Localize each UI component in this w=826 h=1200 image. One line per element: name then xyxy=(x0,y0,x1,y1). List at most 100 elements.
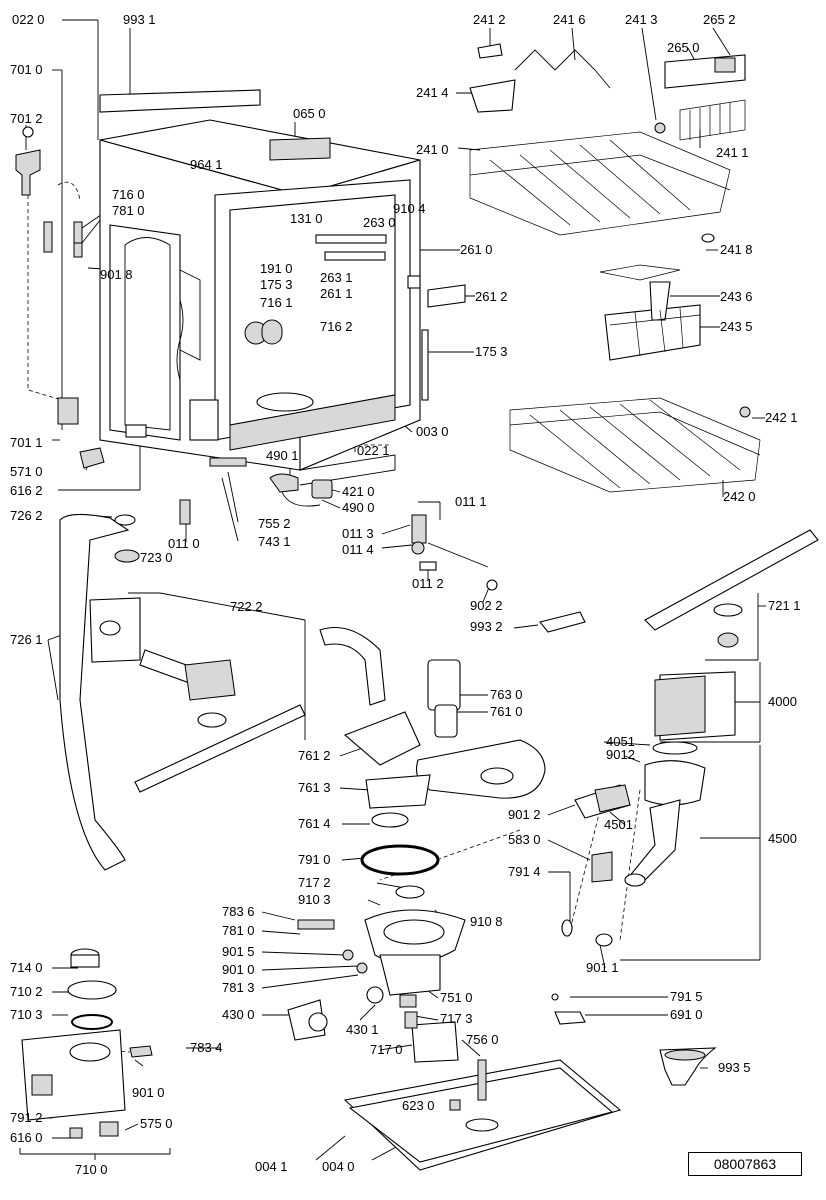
part-label: 717 2 xyxy=(298,875,331,890)
part-label: 716 1 xyxy=(260,295,293,310)
part-label: 241 0 xyxy=(416,142,449,157)
part-label: 701 1 xyxy=(10,435,43,450)
part-label: 243 5 xyxy=(720,319,753,334)
part-label: 011 0 xyxy=(168,536,200,551)
part-label: 993 1 xyxy=(123,12,156,27)
part-label: 723 0 xyxy=(140,550,173,565)
part-label: 710 2 xyxy=(10,984,43,999)
part-label: 993 2 xyxy=(470,619,503,634)
part-label: 022 0 xyxy=(12,12,45,27)
base-plate xyxy=(343,993,717,1171)
part-label: 781 3 xyxy=(222,980,255,995)
part-label: 716 0 xyxy=(112,187,145,202)
part-label: 575 0 xyxy=(140,1116,173,1131)
spray-arm-assembly xyxy=(89,597,306,793)
part-label: 261 2 xyxy=(475,289,508,304)
part-label: 726 1 xyxy=(10,632,43,647)
part-label: 430 1 xyxy=(346,1022,379,1037)
part-label: 011 4 xyxy=(342,542,374,557)
left-fittings xyxy=(15,126,191,871)
part-label: 701 2 xyxy=(10,111,43,126)
part-label: 4000 xyxy=(768,694,797,709)
part-label: 011 1 xyxy=(455,494,487,509)
part-label: 022 1 xyxy=(357,443,390,458)
part-label: 004 0 xyxy=(322,1159,355,1174)
part-label: 721 1 xyxy=(768,598,801,613)
part-label: 004 1 xyxy=(255,1159,288,1174)
part-label: 910 8 xyxy=(470,914,503,929)
part-label: 430 0 xyxy=(222,1007,255,1022)
part-label: 901 0 xyxy=(222,962,255,977)
part-label: 901 1 xyxy=(586,960,619,975)
part-label: 265 2 xyxy=(703,12,736,27)
part-label: 242 1 xyxy=(765,410,798,425)
sump-pump-parts xyxy=(287,626,546,1063)
part-label: 901 5 xyxy=(222,944,255,959)
part-label: 191 0 xyxy=(260,261,293,276)
part-label: 175 3 xyxy=(260,277,293,292)
part-label: 743 1 xyxy=(258,534,291,549)
part-label: 791 0 xyxy=(298,852,331,867)
part-label: 623 0 xyxy=(402,1098,435,1113)
part-label: 901 8 xyxy=(100,267,133,282)
part-label: 490 0 xyxy=(342,500,375,515)
part-label: 241 8 xyxy=(720,242,753,257)
part-label: 761 4 xyxy=(298,816,331,831)
part-label: 571 0 xyxy=(10,464,43,479)
part-label: 781 0 xyxy=(112,203,145,218)
part-label: 4051 xyxy=(606,734,635,749)
part-label: 722 2 xyxy=(230,599,263,614)
part-label: 791 4 xyxy=(508,864,541,879)
part-label: 783 4 xyxy=(190,1040,223,1055)
motor-pump xyxy=(561,671,736,947)
part-label: 761 3 xyxy=(298,780,331,795)
part-label: 756 0 xyxy=(466,1032,499,1047)
part-label: 717 3 xyxy=(440,1011,473,1026)
part-label: 261 0 xyxy=(460,242,493,257)
part-label: 263 0 xyxy=(363,215,396,230)
part-label: 910 3 xyxy=(298,892,331,907)
part-label: 714 0 xyxy=(10,960,43,975)
part-label: 263 1 xyxy=(320,270,353,285)
part-label: 242 0 xyxy=(723,489,756,504)
part-label: 241 1 xyxy=(716,145,749,160)
part-label: 710 3 xyxy=(10,1007,43,1022)
part-label: 4500 xyxy=(768,831,797,846)
part-label: 490 1 xyxy=(266,448,299,463)
part-label: 964 1 xyxy=(190,157,223,172)
part-label: 616 2 xyxy=(10,483,43,498)
part-label: 910 4 xyxy=(393,201,426,216)
part-label: 616 0 xyxy=(10,1130,43,1145)
part-label: 4501 xyxy=(604,817,633,832)
part-label: 241 3 xyxy=(625,12,658,27)
water-softener xyxy=(21,948,153,1139)
part-label: 755 2 xyxy=(258,516,291,531)
part-label: 716 2 xyxy=(320,319,353,334)
part-label: 421 0 xyxy=(342,484,375,499)
part-label: 243 6 xyxy=(720,289,753,304)
part-label: 751 0 xyxy=(440,990,473,1005)
part-label: 003 0 xyxy=(416,424,449,439)
part-label: 011 2 xyxy=(412,576,444,591)
upper-basket-parts xyxy=(469,43,761,493)
part-label: 763 0 xyxy=(490,687,523,702)
part-label: 717 0 xyxy=(370,1042,403,1057)
part-label: 065 0 xyxy=(293,106,326,121)
part-label: 781 0 xyxy=(222,923,255,938)
part-label: 265 0 xyxy=(667,40,700,55)
part-label: 691 0 xyxy=(670,1007,703,1022)
part-label: 131 0 xyxy=(290,211,323,226)
part-label: 791 2 xyxy=(10,1110,43,1125)
part-label: 791 5 xyxy=(670,989,703,1004)
tub-cabinet xyxy=(99,89,466,486)
document-number: 08007863 xyxy=(688,1152,802,1176)
part-label: 901 2 xyxy=(508,807,541,822)
part-label: 241 2 xyxy=(473,12,506,27)
part-label: 261 1 xyxy=(320,286,353,301)
part-label: 993 5 xyxy=(718,1060,751,1075)
part-label: 761 2 xyxy=(298,748,331,763)
part-label: 761 0 xyxy=(490,704,523,719)
part-label: 726 2 xyxy=(10,508,43,523)
